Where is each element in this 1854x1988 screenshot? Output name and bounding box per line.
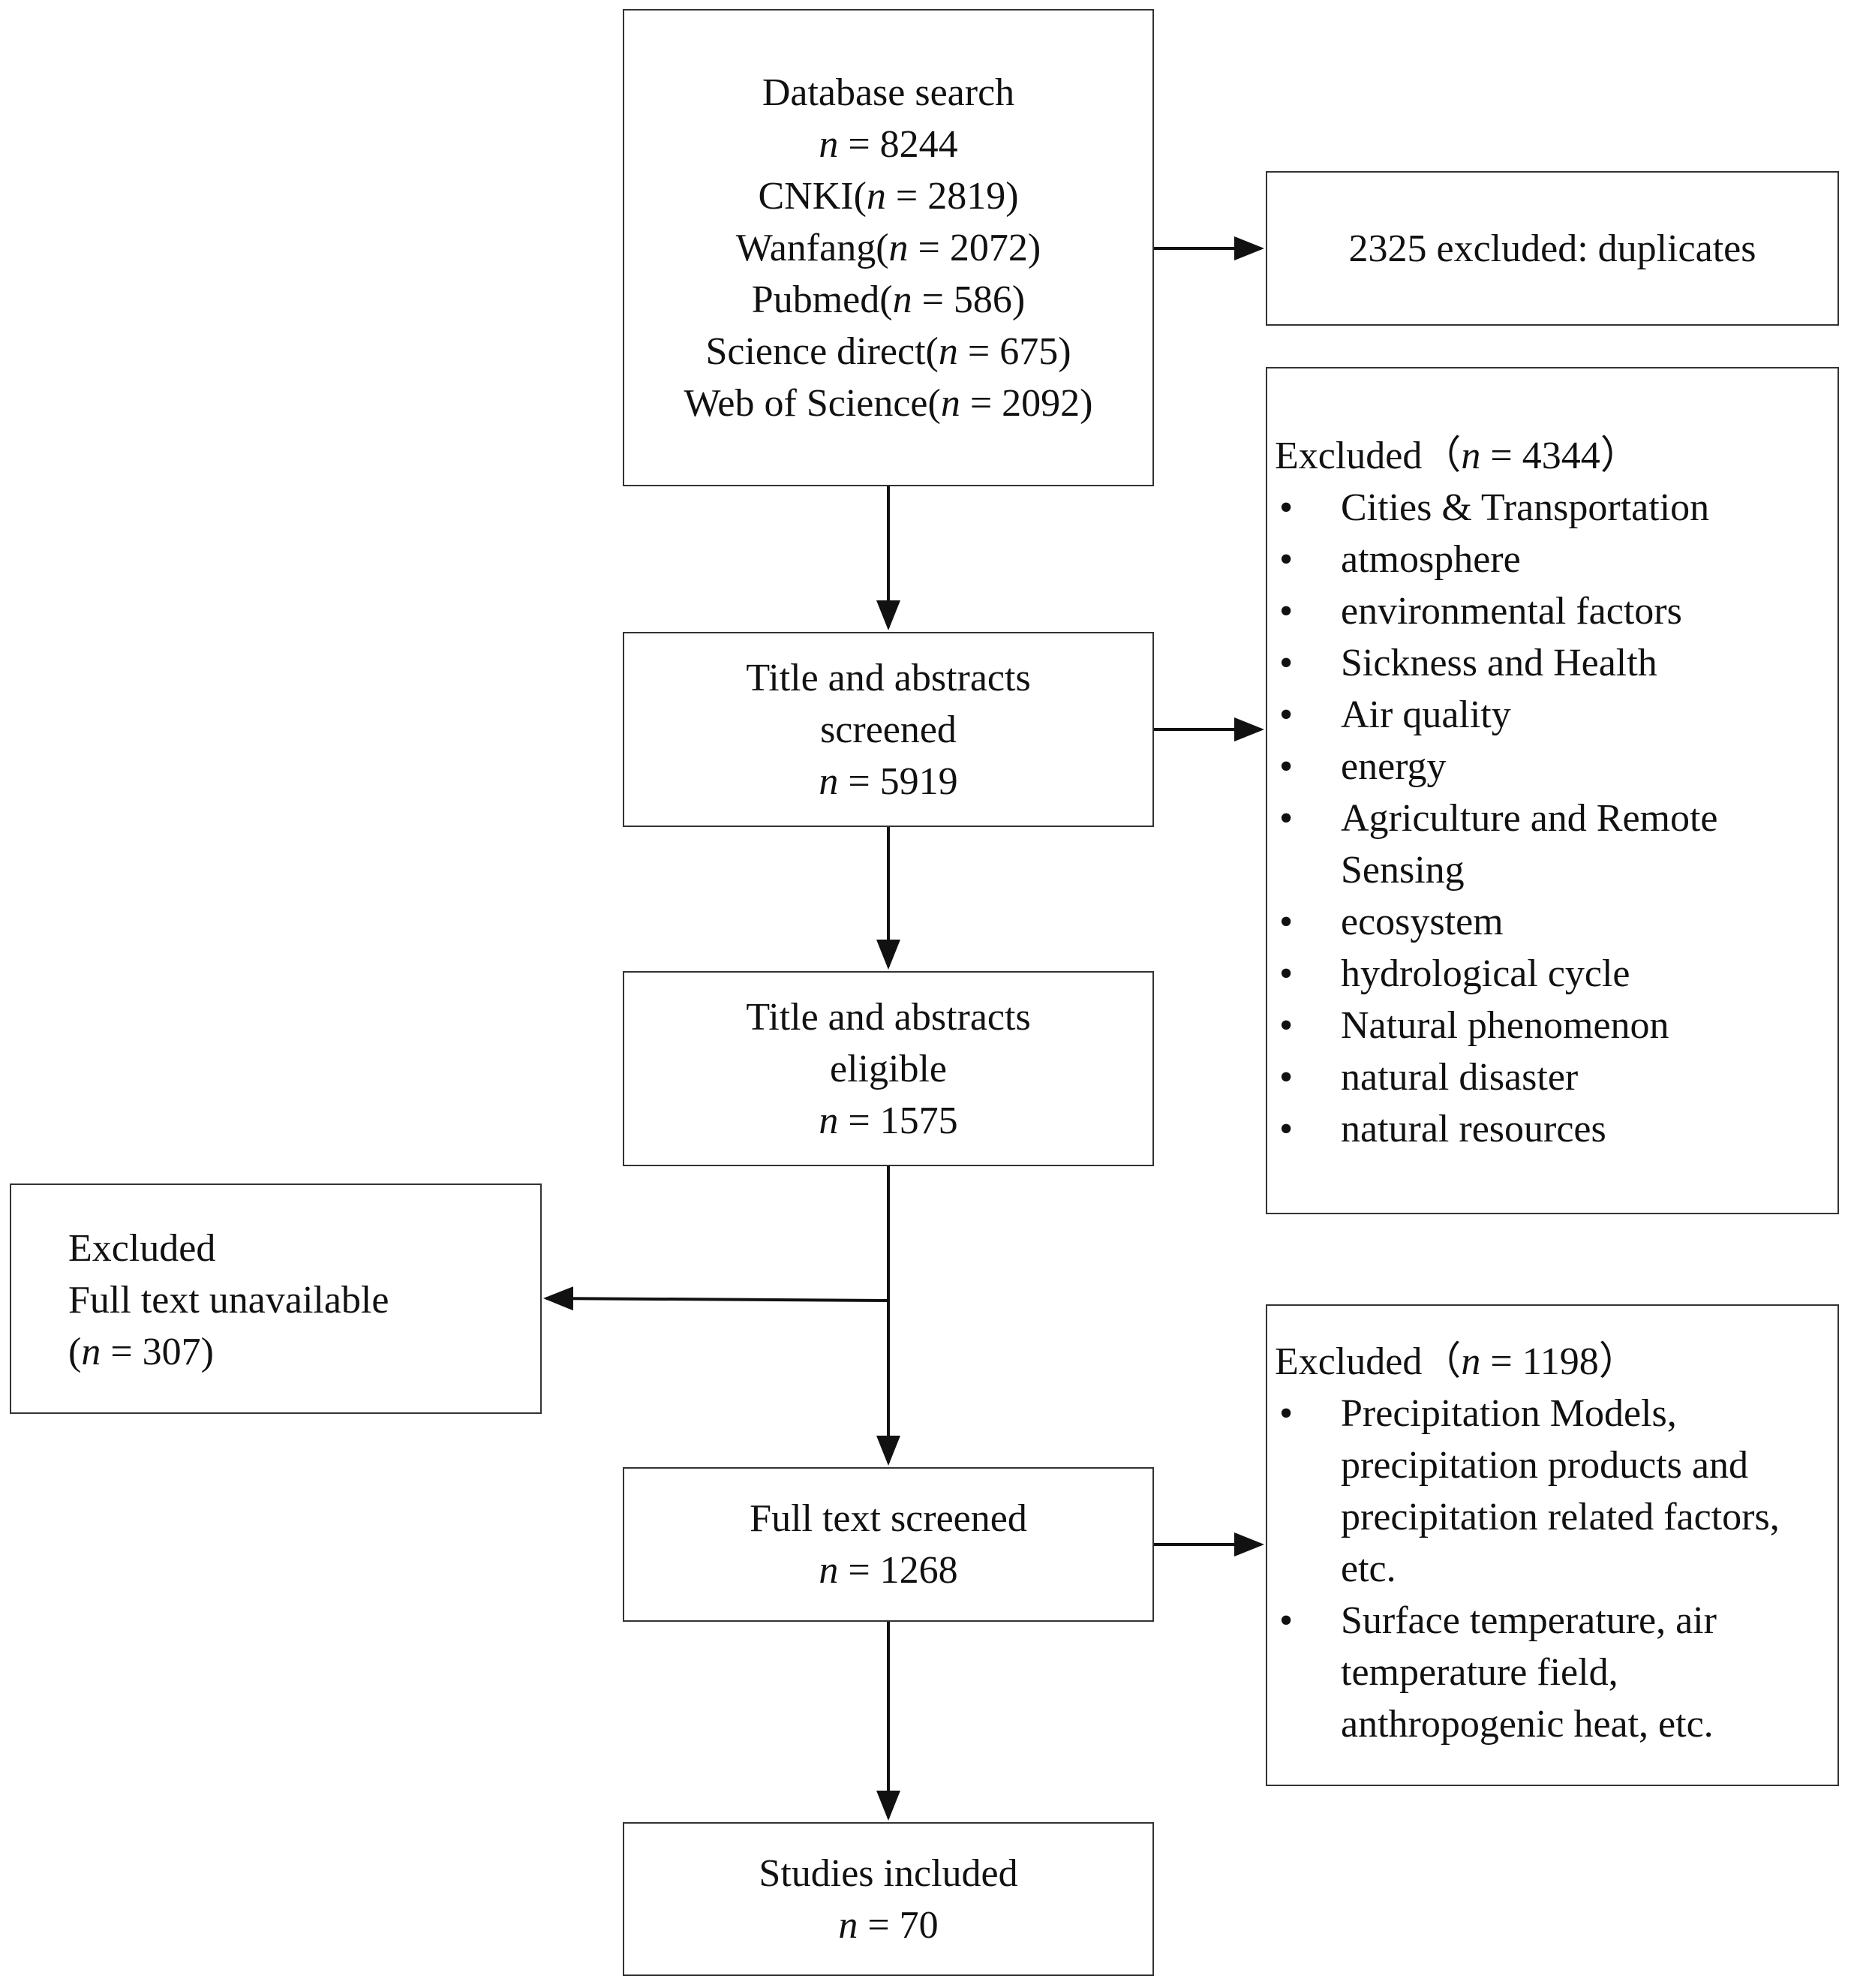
source-web-of-science: Web of Science(n = 2092) (684, 381, 1093, 425)
list-item: Agriculture and Remote Sensing (1275, 792, 1837, 896)
database-search-title: Database search (762, 71, 1015, 114)
source-cnki: CNKI(n = 2819) (758, 174, 1019, 218)
list-item: Air quality (1275, 689, 1837, 741)
list-item: Cities & Transportation (1275, 482, 1837, 534)
list-item: atmosphere (1275, 534, 1837, 585)
list-item: ecosystem (1275, 896, 1837, 948)
source-wanfang: Wanfang(n = 2072) (735, 226, 1041, 269)
database-search-box: Database search n = 8244 CNKI(n = 2819) … (623, 9, 1154, 486)
source-science-direct: Science direct(n = 675) (705, 329, 1071, 373)
unavailable-box: Excluded Full text unavailable (n = 307) (10, 1183, 542, 1414)
list-item: hydrological cycle (1275, 948, 1837, 1000)
list-item: energy (1275, 741, 1837, 792)
excluded-fulltext-list: Precipitation Models, precipitation prod… (1275, 1388, 1837, 1750)
screened-box: Title and abstracts screened n = 5919 (623, 632, 1154, 827)
excluded-fulltext-box: Excluded（n = 1198） Precipitation Models,… (1266, 1304, 1839, 1786)
list-item: Natural phenomenon (1275, 1000, 1837, 1051)
list-item: Sickness and Health (1275, 637, 1837, 689)
list-item: environmental factors (1275, 585, 1837, 637)
included-box: Studies included n = 70 (623, 1822, 1154, 1976)
eligible-box: Title and abstracts eligible n = 1575 (623, 971, 1154, 1166)
excluded-topics-box: Excluded（n = 4344） Cities & Transportati… (1266, 367, 1839, 1214)
full-text-box: Full text screened n = 1268 (623, 1467, 1154, 1622)
list-item: natural disaster (1275, 1051, 1837, 1103)
arrow-to-unavailable (543, 1286, 889, 1311)
duplicates-box: 2325 excluded: duplicates (1266, 171, 1839, 326)
source-pubmed: Pubmed(n = 586) (751, 278, 1026, 321)
list-item: Precipitation Models, precipitation prod… (1275, 1388, 1830, 1595)
list-item: natural resources (1275, 1103, 1837, 1155)
list-item: Surface temperature, air temperature fie… (1275, 1595, 1830, 1750)
excluded-topics-list: Cities & Transportationatmosphereenviron… (1275, 482, 1837, 1155)
